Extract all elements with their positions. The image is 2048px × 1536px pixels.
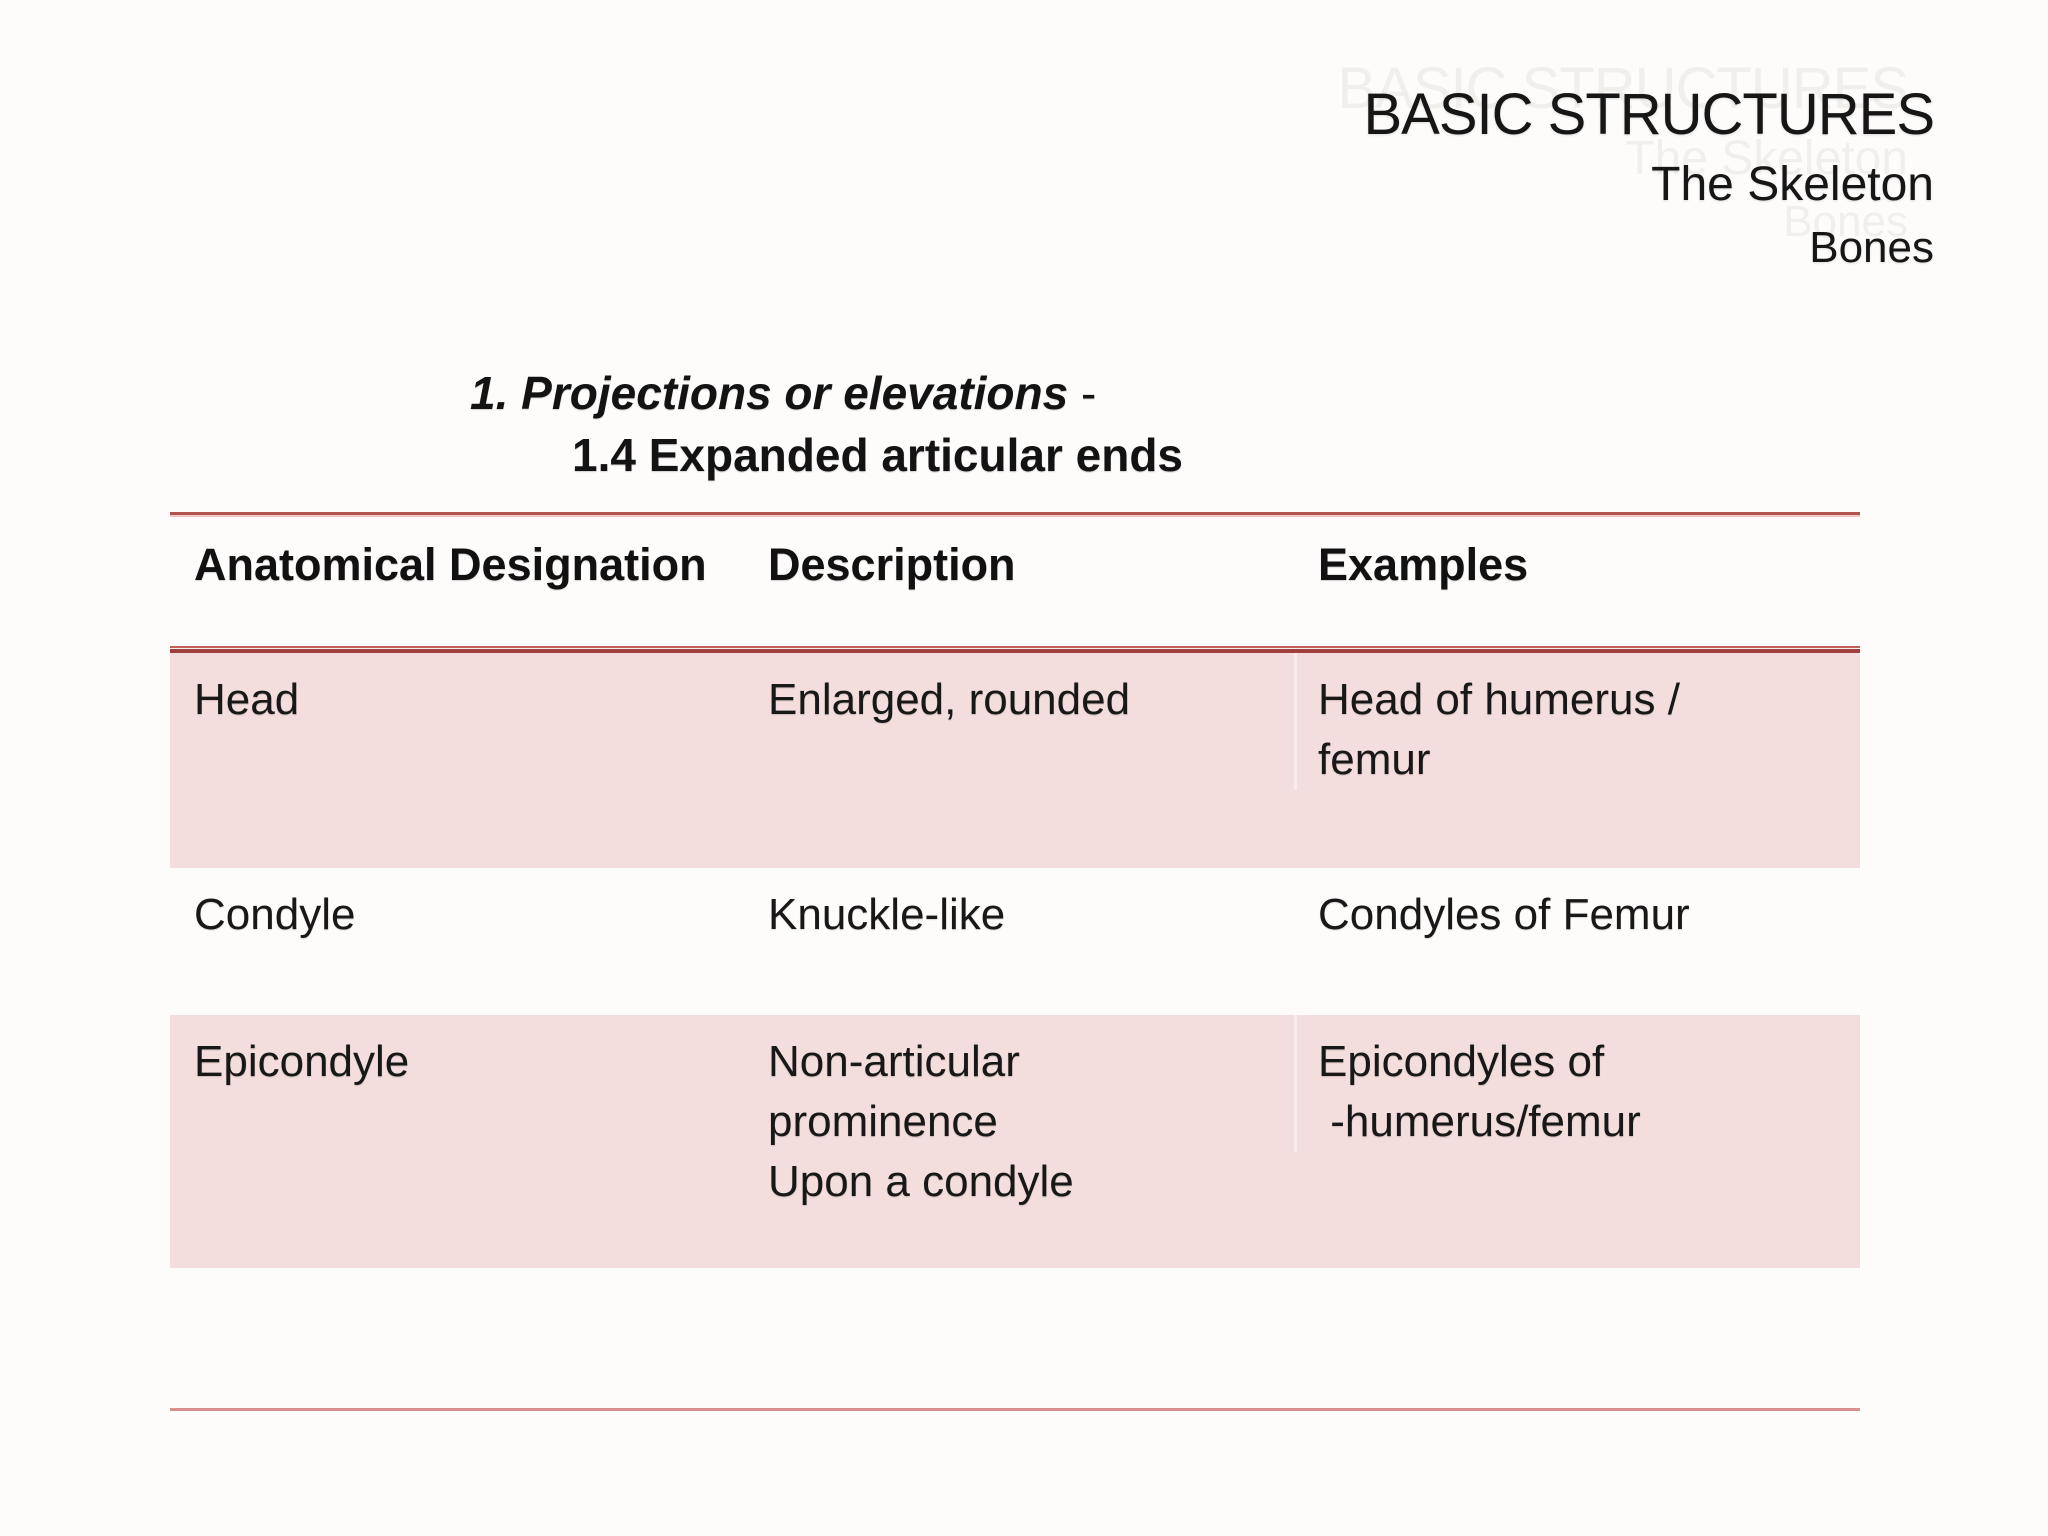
table-header-divider [170,646,1860,653]
title-block: BASIC STRUCTURES BASIC STRUCTURES The Sk… [1337,56,1935,278]
cell-description: Non-articular prominence Upon a condyle [768,1037,1074,1206]
slide-subtitle-skeleton-ghost: The Skeleton [1625,132,1908,185]
column-header-description: Description [768,539,1016,590]
slide-bottom-rule [170,1408,1860,1411]
cell-examples: Condyles of Femur [1318,890,1690,939]
cell-description: Knuckle-like [768,890,1006,939]
cell-description: Enlarged, rounded [768,675,1131,724]
table-top-border [170,512,1860,517]
section-heading-line1-suffix: - [1068,367,1097,419]
table-row-epicondyle: Epicondyle Non-articular prominence Upon… [170,1015,1860,1268]
cell-anatomical-designation: Epicondyle [194,1037,410,1086]
section-heading-line2: 1.4 Expanded articular ends [572,429,1184,481]
column-header-examples: Examples [1318,539,1529,590]
table-row-condyle: Condyle Knuckle-like Condyles of Femur [170,868,1860,1015]
slide-subtitle-line: The Skeleton The Skeleton [1363,132,1934,218]
bones-table: Anatomical Designation Description Examp… [170,512,1860,1268]
slide-subtitle-bones: Bones [1809,223,1934,272]
cell-anatomical-designation: Condyle [194,890,356,939]
table-row-head: Head Enlarged, rounded Head of humerus /… [170,653,1860,868]
slide-title-ghost: BASIC STRUCTURES [1337,56,1909,121]
slide-subtitle2-line: Bones Bones [1363,197,1934,278]
section-heading-line1-text: 1. Projections or elevations [470,367,1069,419]
slide-title: BASIC STRUCTURES [1363,82,1935,147]
slide-subtitle-skeleton: The Skeleton [1651,158,1934,211]
cell-examples: Epicondyles of -humerus/femur [1294,1015,1860,1152]
column-header-anatomical-designation: Anatomical Designation [194,539,707,590]
section-heading-line1: 1. Projections or elevations - [470,362,1183,424]
cell-examples: Head of humerus / femur [1294,653,1860,790]
cell-anatomical-designation: Head [194,675,300,724]
slide-title-line: BASIC STRUCTURES BASIC STRUCTURES [1337,56,1935,152]
section-heading: 1. Projections or elevations - 1.4 Expan… [470,362,1183,486]
slide-subtitle-bones-ghost: Bones [1783,197,1908,246]
table-header-row: Anatomical Designation Description Examp… [170,517,1860,646]
